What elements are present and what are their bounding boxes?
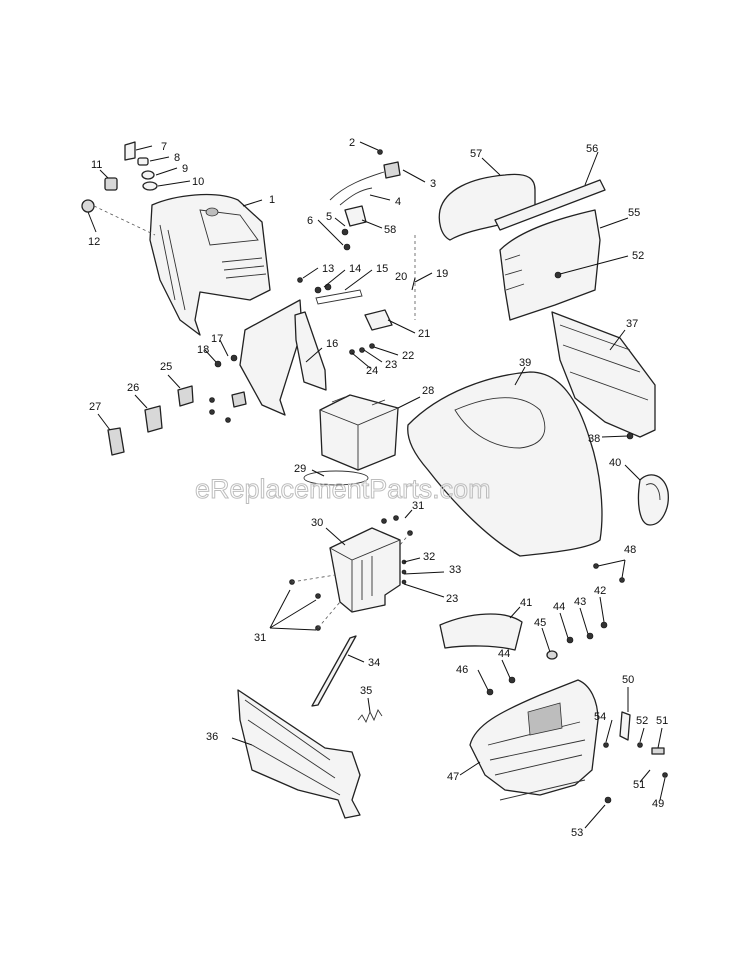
callout-12: 12 — [88, 236, 100, 248]
callout-22: 22 — [402, 350, 414, 362]
callout-21: 21 — [418, 328, 430, 340]
callout-33: 33 — [449, 564, 461, 576]
callout-45: 45 — [534, 617, 546, 629]
callout-16: 16 — [326, 338, 338, 350]
callout-42: 42 — [594, 585, 606, 597]
callout-41: 41 — [520, 597, 532, 609]
callout-48: 48 — [624, 544, 636, 556]
switch-parts — [81, 141, 158, 236]
callout-54: 54 — [594, 711, 606, 723]
callout-44b: 44 — [498, 648, 510, 660]
callout-49: 49 — [652, 798, 664, 810]
callout-27: 27 — [89, 401, 101, 413]
callout-55: 55 — [628, 207, 640, 219]
callout-15: 15 — [376, 263, 388, 275]
callout-2: 2 — [349, 137, 355, 149]
callout-1: 1 — [269, 194, 275, 206]
relay-harness — [329, 149, 416, 320]
grille-insert — [439, 613, 523, 651]
callout-50: 50 — [622, 674, 634, 686]
callout-18: 18 — [197, 344, 209, 356]
callout-38: 38 — [588, 433, 600, 445]
callout-6: 6 — [307, 215, 313, 227]
callout-40: 40 — [609, 457, 621, 469]
callout-8: 8 — [174, 152, 180, 164]
callout-56: 56 — [586, 143, 598, 155]
callout-26: 26 — [127, 382, 139, 394]
callout-24: 24 — [366, 365, 378, 377]
callout-34: 34 — [368, 657, 380, 669]
callout-58: 58 — [384, 224, 396, 236]
callout-46: 46 — [456, 664, 468, 676]
callout-51: 51 — [656, 715, 668, 727]
callout-43: 43 — [574, 596, 586, 608]
callout-numbers: 1 2 3 4 5 6 7 8 9 10 11 12 13 14 15 16 1… — [88, 137, 668, 839]
callout-52b: 52 — [632, 250, 644, 262]
callout-25: 25 — [160, 361, 172, 373]
callout-4: 4 — [395, 196, 401, 208]
callout-29: 29 — [294, 463, 306, 475]
callout-47: 47 — [447, 771, 459, 783]
callout-5: 5 — [326, 211, 332, 223]
callout-35: 35 — [360, 685, 372, 697]
callout-44: 44 — [553, 601, 565, 613]
battery-strap — [303, 470, 369, 486]
mount-bracket — [209, 277, 393, 423]
callout-57: 57 — [470, 148, 482, 160]
callout-32: 32 — [423, 551, 435, 563]
dash-panel — [149, 193, 271, 336]
callout-3: 3 — [430, 178, 436, 190]
callout-19: 19 — [436, 268, 448, 280]
callout-9: 9 — [182, 163, 188, 175]
grille-panels — [438, 173, 606, 321]
callout-23b: 23 — [446, 593, 458, 605]
callout-20: 20 — [395, 271, 407, 283]
side-panel-right — [551, 311, 656, 438]
callout-39: 39 — [519, 357, 531, 369]
callout-23: 23 — [385, 359, 397, 371]
callout-11: 11 — [91, 159, 102, 171]
callout-36: 36 — [206, 731, 218, 743]
side-panel-left — [237, 689, 361, 819]
callout-17: 17 — [211, 333, 223, 345]
callout-31b: 31 — [254, 632, 266, 644]
support-rod — [311, 635, 357, 707]
callout-13: 13 — [322, 263, 334, 275]
leader-lines — [87, 141, 666, 829]
battery — [319, 394, 399, 471]
battery-box — [289, 515, 413, 631]
callout-52: 52 — [636, 715, 648, 727]
callout-10: 10 — [192, 176, 204, 188]
headlight — [637, 474, 669, 526]
callout-53: 53 — [571, 827, 583, 839]
callout-14: 14 — [349, 263, 361, 275]
callout-37: 37 — [626, 318, 638, 330]
callout-31: 31 — [412, 500, 424, 512]
callout-7: 7 — [161, 141, 167, 153]
callout-30: 30 — [311, 517, 323, 529]
callout-28: 28 — [422, 385, 434, 397]
hood — [407, 371, 603, 557]
latch-hardware — [603, 711, 668, 804]
watermark: eReplacementParts.com — [195, 474, 491, 504]
callout-51b: 51 — [633, 779, 645, 791]
front-hardware — [486, 563, 625, 696]
front-bumper — [469, 679, 599, 801]
switches — [107, 385, 194, 456]
